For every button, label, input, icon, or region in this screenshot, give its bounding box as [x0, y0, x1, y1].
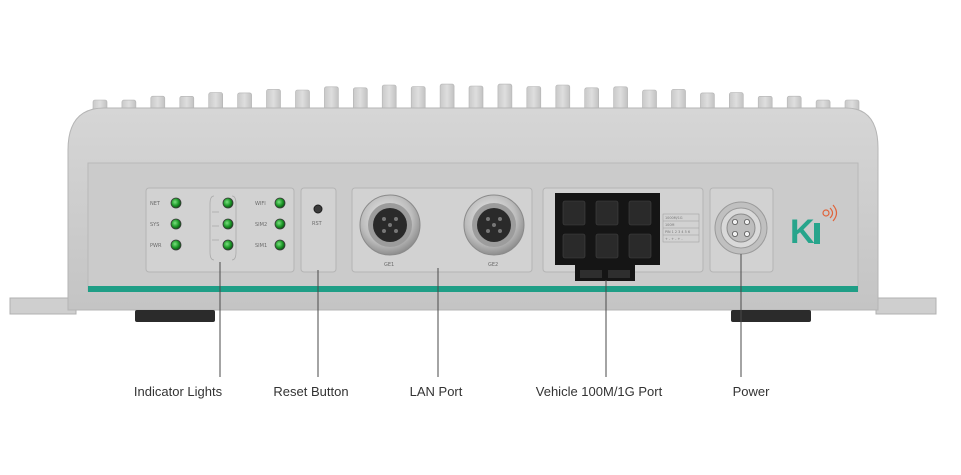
- lan-port-ge2[interactable]: [463, 194, 525, 256]
- led-label-pwr: PWR: [150, 243, 162, 249]
- led-mid-2: [222, 218, 234, 230]
- led-mid-3: [222, 239, 234, 251]
- reset-panel: [300, 187, 337, 273]
- brand-logo: K: [790, 204, 838, 251]
- led-label-wifi: WIFI: [255, 201, 266, 207]
- lan-port-ge1[interactable]: [359, 194, 421, 256]
- legend-line-3: PIN 1 2 3 4 5 6: [665, 230, 690, 234]
- left-mounting-flange: [9, 297, 77, 315]
- reset-label: RST: [312, 221, 323, 227]
- led-label-net: NET: [150, 201, 161, 207]
- leds-middle-group: [222, 197, 234, 251]
- led-mid-1: [222, 197, 234, 209]
- callout-reset-button: Reset Button: [273, 384, 349, 399]
- led-sys: [170, 218, 182, 230]
- callout-indicator-lights: Indicator Lights: [133, 384, 223, 399]
- left-foot: [135, 310, 215, 322]
- led-label-sim2: SIM2: [255, 222, 267, 228]
- lan-port-ge1-label: GE1: [384, 262, 394, 268]
- right-mounting-flange: [875, 297, 937, 315]
- led-label-sys: SYS: [150, 222, 159, 228]
- right-foot: [731, 310, 811, 322]
- led-wifi: [274, 197, 286, 209]
- led-sim2: [274, 218, 286, 230]
- led-sim1: [274, 239, 286, 251]
- leds-left-group: NET SYS PWR: [150, 197, 182, 251]
- led-label-sim1: SIM1: [255, 243, 267, 249]
- lan-port-ge2-label: GE2: [488, 262, 498, 268]
- indicator-panel: [145, 187, 295, 273]
- callout-power: Power: [732, 384, 770, 399]
- legend-line-2: 100M: [665, 223, 674, 227]
- wireless-icon: [829, 204, 838, 222]
- callout-leaders: [219, 254, 742, 377]
- led-divider: [209, 195, 237, 261]
- logo-letter: K: [790, 213, 815, 251]
- reset-button[interactable]: [313, 204, 323, 214]
- vehicle-port-connector[interactable]: [555, 193, 660, 281]
- callout-lan-port: LAN Port: [409, 384, 463, 399]
- logo-signal-dot: [822, 209, 830, 217]
- legend-line-4: + - + - + -: [665, 237, 683, 241]
- led-pwr: [170, 239, 182, 251]
- logo-i-stem: [814, 223, 820, 244]
- callout-vehicle-port: Vehicle 100M/1G Port: [535, 384, 663, 399]
- leds-right-group: WIFI SIM2 SIM1: [255, 197, 286, 251]
- legend-line-1: 1000M/1G: [665, 216, 683, 220]
- power-connector[interactable]: [714, 201, 768, 255]
- vehicle-port-legend: 1000M/1G 100M PIN 1 2 3 4 5 6 + - + - + …: [662, 213, 700, 243]
- accent-strip: [88, 286, 858, 292]
- led-net: [170, 197, 182, 209]
